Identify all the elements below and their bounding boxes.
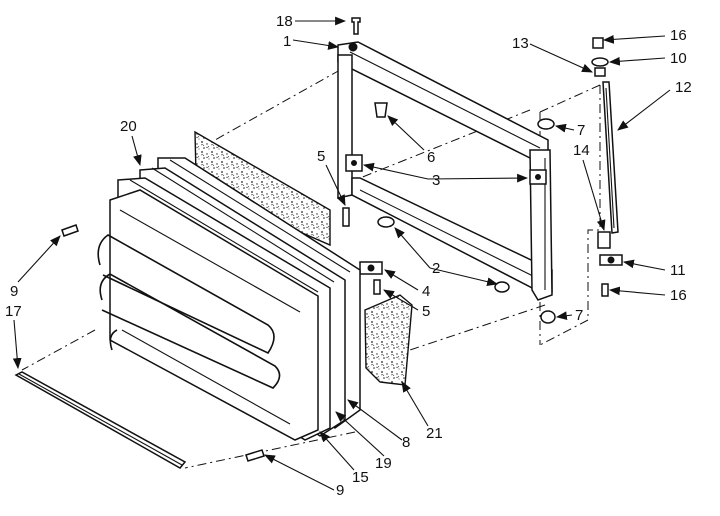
callout-2: 2 (432, 260, 440, 277)
callout-16-top: 16 (670, 27, 687, 44)
door-frame-part-1 (337, 41, 553, 301)
callout-11: 11 (670, 262, 686, 279)
callout-9-bottom: 9 (336, 482, 344, 499)
callout-1: 1 (283, 33, 291, 50)
callout-5-lower: 5 (422, 303, 430, 320)
door-liner (97, 189, 319, 441)
callout-15: 15 (352, 469, 369, 486)
callout-4: 4 (422, 283, 430, 300)
callout-5-upper: 5 (317, 148, 325, 165)
hinge-rod-part-12 (602, 81, 619, 234)
callout-13: 13 (512, 35, 529, 52)
callout-20: 20 (120, 118, 137, 135)
callout-7-lower: 7 (575, 307, 583, 324)
callout-8: 8 (402, 434, 410, 451)
callout-9-left: 9 (10, 283, 18, 300)
leader-lines (12, 16, 671, 491)
callout-18: 18 (276, 13, 293, 30)
callout-6: 6 (427, 149, 435, 166)
callout-21: 21 (426, 425, 443, 442)
callout-7-upper: 7 (577, 122, 585, 139)
callout-10: 10 (670, 50, 687, 67)
callout-14: 14 (573, 142, 590, 159)
door-strip-part-17 (14, 371, 187, 469)
hardware-parts (61, 17, 623, 462)
callout-labels: 18 1 6 3 5 20 2 4 5 9 17 8 21 19 15 9 13… (5, 13, 692, 499)
foam-insulation-part-21 (364, 294, 413, 386)
callout-17: 17 (5, 303, 22, 320)
callout-19: 19 (375, 455, 392, 472)
callout-3: 3 (432, 172, 440, 189)
callout-16-bottom: 16 (670, 287, 687, 304)
callout-12: 12 (675, 79, 692, 96)
